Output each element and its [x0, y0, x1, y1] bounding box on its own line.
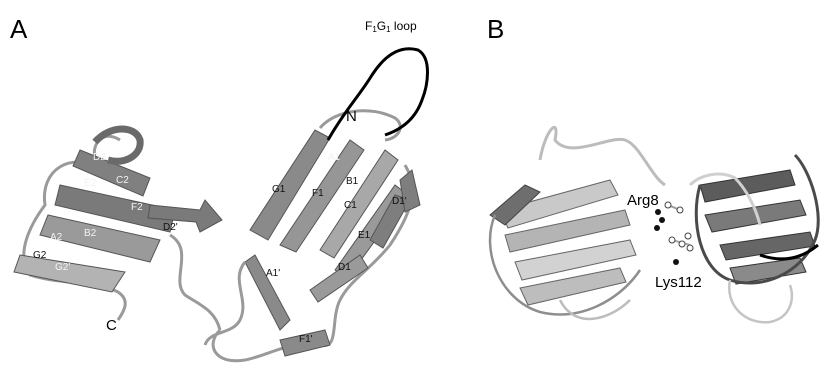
domain-2-ribbon — [14, 129, 222, 330]
panel-a: A — [10, 14, 428, 361]
strand-label-a1prime: A1' — [266, 268, 280, 279]
domain-1-strand-a1prime — [245, 255, 290, 330]
left-molecule-coil — [540, 127, 665, 185]
strand-label-g2prime: G2' — [55, 262, 70, 273]
strand-label-b2: B2 — [84, 228, 97, 239]
panel-a-letter: A — [10, 14, 28, 44]
strand-label-d2prime: D2' — [163, 222, 178, 233]
n-terminus-label: N — [346, 108, 357, 125]
strand-label-a2: A2 — [50, 232, 63, 243]
strand-label-e2: E2 — [84, 178, 97, 189]
strand-label-d2: D2 — [93, 152, 106, 163]
c-terminus-label: C — [106, 317, 117, 334]
right-molecule-sheet-2 — [705, 200, 806, 232]
strand-label-f1prime: F1' — [299, 334, 313, 345]
f1g1-loop — [328, 49, 428, 140]
f1g1-loop-label: F1G1 loop — [365, 19, 417, 34]
domain-2-linker — [170, 235, 220, 330]
strand-label-f2: F2 — [131, 202, 143, 213]
domain-1-connect — [205, 262, 245, 345]
strand-label-b1: B1 — [346, 176, 359, 187]
strand-label-d1: D1 — [338, 262, 351, 273]
strand-label-c1: C1 — [344, 200, 357, 211]
left-molecule-loop — [560, 300, 630, 319]
lys112-sidechain — [669, 233, 693, 265]
domain-2-strand-top — [73, 150, 150, 196]
panel-b: B — [487, 14, 818, 322]
arg8-label: Arg8 — [627, 192, 659, 209]
strand-label-g2: G2 — [33, 250, 47, 261]
strand-label-d1prime-top: D1' — [392, 196, 407, 207]
strand-label-c2: C2 — [116, 175, 129, 186]
strand-label-e1: E1 — [358, 230, 371, 241]
strand-label-a1: A1 — [328, 152, 341, 163]
panel-b-left-molecule — [490, 127, 665, 319]
panel-b-right-molecule — [690, 155, 818, 322]
domain-2-sheet-front — [14, 255, 125, 292]
lys112-label: Lys112 — [655, 274, 702, 291]
domain-1-strand-g1 — [250, 130, 330, 240]
panel-b-letter: B — [487, 14, 504, 44]
strand-label-f1: F1 — [312, 188, 324, 199]
strand-label-g1: G1 — [272, 184, 286, 195]
right-molecule-lower-loop — [729, 280, 792, 322]
